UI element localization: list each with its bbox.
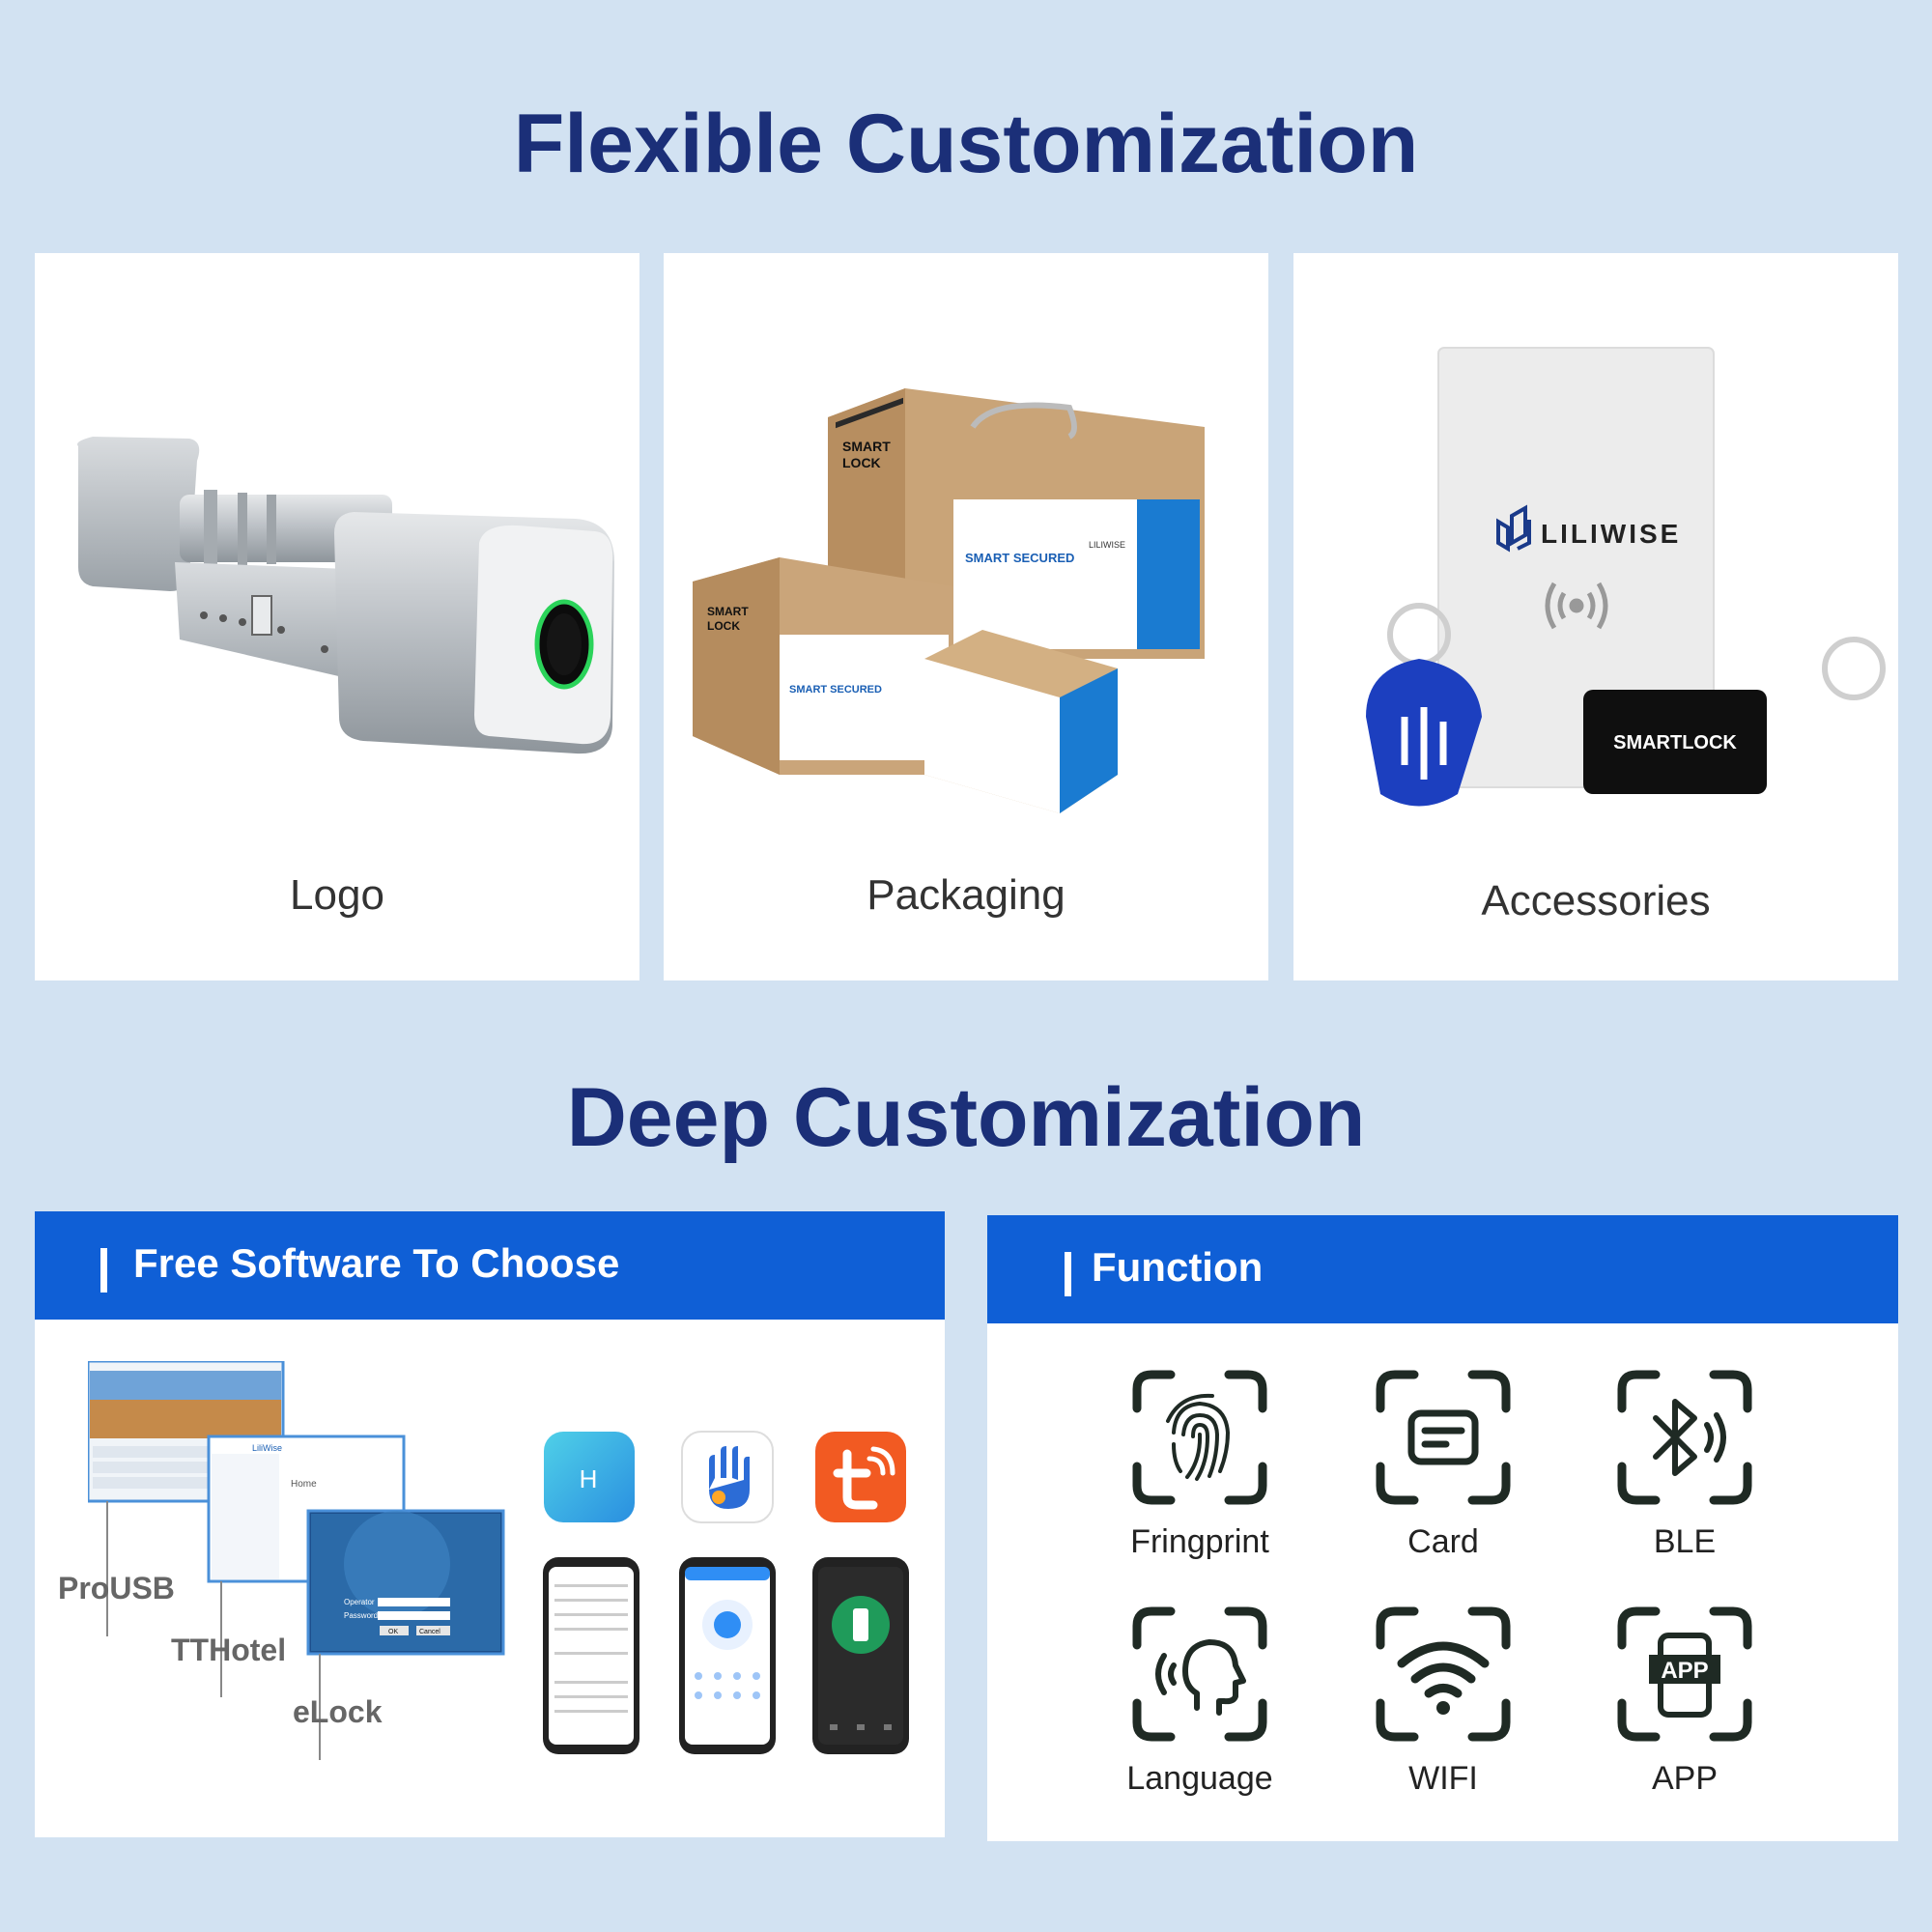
svg-text:H: H [580,1464,598,1493]
software-panel-header: Free Software To Choose [35,1211,945,1320]
ttlock-app-icon [681,1431,774,1523]
function-panel-title: Function [1092,1244,1264,1290]
box-brand: LILIWISE [1089,540,1125,550]
nfc-icon [1545,582,1608,630]
tthotel-brand: LiliWise [252,1443,282,1453]
feature-ble: BLE [1564,1365,1805,1561]
accessories-image: LILIWISE SMARTLOCK [1366,347,1886,807]
elock-label: eLock [293,1694,383,1729]
voice-icon [1132,1606,1267,1742]
feature-language-label: Language [1126,1760,1273,1797]
tthotel-label: TTHotel [171,1633,287,1667]
tuya-app-phone [812,1557,909,1754]
box-label: SMART SECURED [965,551,1074,565]
header-accent [1065,1252,1071,1296]
feature-language: Language [1079,1602,1321,1798]
fingerprint-icon [1132,1370,1267,1505]
app-icon-text: APP [1661,1658,1708,1684]
elock-ok: OK [388,1629,398,1635]
feature-card-label: Card [1407,1523,1479,1560]
header-accent [100,1248,107,1293]
box-text-smart: SMART [842,439,891,454]
liliwise-logo-icon [1496,504,1531,553]
deep-customization-heading: Deep Customization [566,1071,1366,1164]
packaging-boxes-image: SMART SECURED LILIWISE SMART LOCK SMART … [693,388,1205,813]
wifi-icon [1376,1606,1511,1742]
fob-text: SMARTLOCK [1613,732,1737,753]
tuya-app-icon [815,1432,906,1522]
card-icon [1376,1370,1511,1505]
feature-ble-label: BLE [1653,1523,1717,1560]
prousb-leader-line [106,1501,108,1636]
software-panel: Free Software To Choose LiliWise Home Op… [35,1211,945,1837]
app-icon: APP [1617,1606,1752,1742]
feature-fingerprint: Fringprint [1079,1365,1321,1561]
logo-label: Logo [290,871,384,919]
accessories-card: LILIWISE SMARTLOCK Accessories [1293,253,1898,980]
feature-app-label: APP [1651,1760,1719,1797]
fob-logo-icon [1401,707,1447,780]
feature-wifi: WIFI [1322,1602,1564,1798]
box2-label: SMART SECURED [789,684,882,696]
hotel-app-phone [543,1557,639,1754]
accessories-label: Accessories [1481,877,1711,924]
function-panel-header: Function [987,1215,1898,1323]
box-text-lock: LOCK [842,455,881,470]
logo-card: Logo [35,253,639,980]
box2-text-lock: LOCK [707,619,740,633]
packaging-card: SMART SECURED LILIWISE SMART LOCK SMART … [664,253,1268,980]
card-brand: LILIWISE [1541,519,1681,549]
tthotel-leader-line [220,1581,222,1697]
function-panel: Function Fringprint [987,1215,1898,1841]
elock-operator: Operator [344,1598,375,1606]
feature-fingerprint-label: Fringprint [1130,1523,1269,1560]
ttlock-app-phone [679,1557,776,1754]
feature-app: APP APP [1564,1602,1805,1798]
hotel-app-icon: H [544,1432,635,1522]
prousb-label: ProUSB [58,1571,175,1605]
feature-wifi-label: WIFI [1408,1760,1478,1797]
bluetooth-icon [1617,1370,1752,1505]
feature-card: Card [1322,1365,1564,1561]
box2-text-smart: SMART [707,605,749,618]
elock-cancel: Cancel [419,1629,440,1635]
tthotel-home: Home [291,1479,317,1490]
software-panel-title: Free Software To Choose [133,1240,620,1286]
flexible-customization-heading: Flexible Customization [513,98,1419,190]
lock-cylinder-image [77,437,614,754]
software-screens-image: LiliWise Home Operator Password OK Cance… [88,1361,505,1656]
elock-leader-line [319,1654,321,1760]
elock-password: Password [344,1611,378,1620]
packaging-label: Packaging [867,871,1065,919]
